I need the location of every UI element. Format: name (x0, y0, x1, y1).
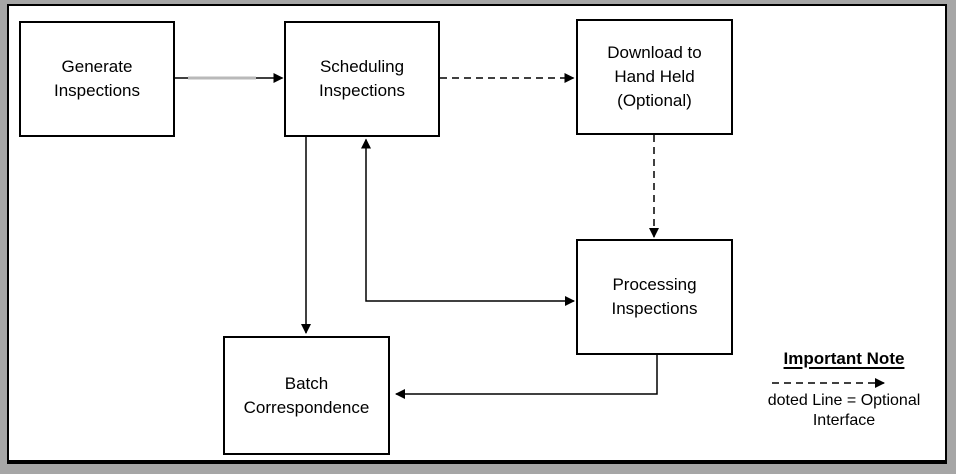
node-generate-inspections: Generate Inspections (19, 21, 175, 137)
node-scheduling-inspections: Scheduling Inspections (284, 21, 440, 137)
node-batch-correspondence: Batch Correspondence (223, 336, 390, 455)
node-label: Download to Hand Held (Optional) (607, 43, 702, 110)
node-label: Processing Inspections (611, 275, 698, 318)
node-processing-inspections: Processing Inspections (576, 239, 733, 355)
node-label: Generate Inspections (54, 57, 140, 100)
legend-title: Important Note (783, 349, 905, 368)
node-label: Scheduling Inspections (319, 57, 405, 100)
legend-note: doted Line = Optional Interface (767, 392, 921, 429)
legend: Important Note doted Line = Optional Int… (742, 349, 946, 431)
node-download-to-hand-held: Download to Hand Held (Optional) (576, 19, 733, 135)
node-label: Batch Correspondence (243, 373, 370, 417)
